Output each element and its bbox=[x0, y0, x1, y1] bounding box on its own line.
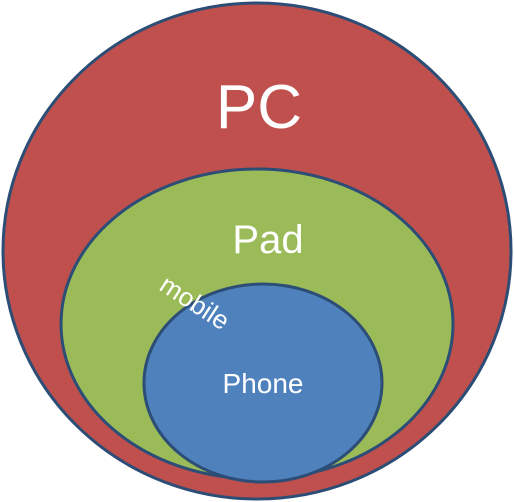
pc-label: PC bbox=[216, 73, 302, 142]
phone-set bbox=[142, 282, 384, 484]
phone-ellipse bbox=[142, 282, 384, 484]
phone-label: Phone bbox=[223, 368, 304, 399]
pad-label: Pad bbox=[232, 218, 303, 262]
